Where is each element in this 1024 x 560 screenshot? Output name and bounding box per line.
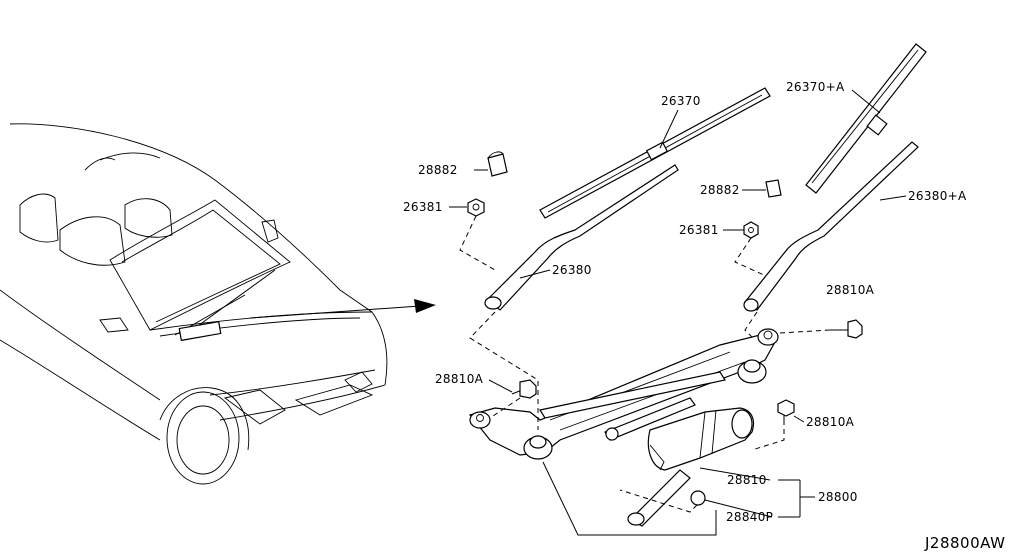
nut-right [743, 221, 759, 239]
wiper-blade-right [805, 43, 927, 194]
label-arm-right: 26380+A [908, 189, 967, 203]
nut-left [467, 198, 485, 217]
bolt-lower-right [777, 399, 795, 420]
leader-lines [449, 89, 907, 536]
label-cap-left: 28882 [418, 163, 458, 177]
wiper-motor [627, 407, 755, 527]
label-motor: 28840P [726, 510, 773, 524]
bolt-upper-right [830, 319, 863, 339]
bolt-left [511, 379, 537, 399]
label-bolt-upper-right: 28810A [826, 283, 875, 297]
wiper-blade-left [539, 87, 771, 219]
wiper-arm-left [484, 164, 679, 311]
label-nut-left: 26381 [403, 200, 443, 214]
label-arm-left: 26380 [552, 263, 592, 277]
label-blade-left: 26370 [661, 94, 701, 108]
arm-cap-right [765, 179, 782, 198]
label-bolt-lower-right: 28810A [806, 415, 855, 429]
car-illustration [0, 123, 436, 485]
arm-cap-left [487, 151, 508, 177]
wiper-arm-right [743, 141, 919, 312]
label-cap-right: 28882 [700, 183, 740, 197]
label-linkage: 28810 [727, 473, 767, 487]
label-assembly: 28800 [818, 490, 858, 504]
label-bolt-left: 28810A [435, 372, 484, 386]
wiper-linkage [468, 328, 779, 460]
label-nut-right: 26381 [679, 223, 719, 237]
label-blade-right: 26370+A [786, 80, 845, 94]
diagram-code: J28800AW [924, 534, 1005, 552]
